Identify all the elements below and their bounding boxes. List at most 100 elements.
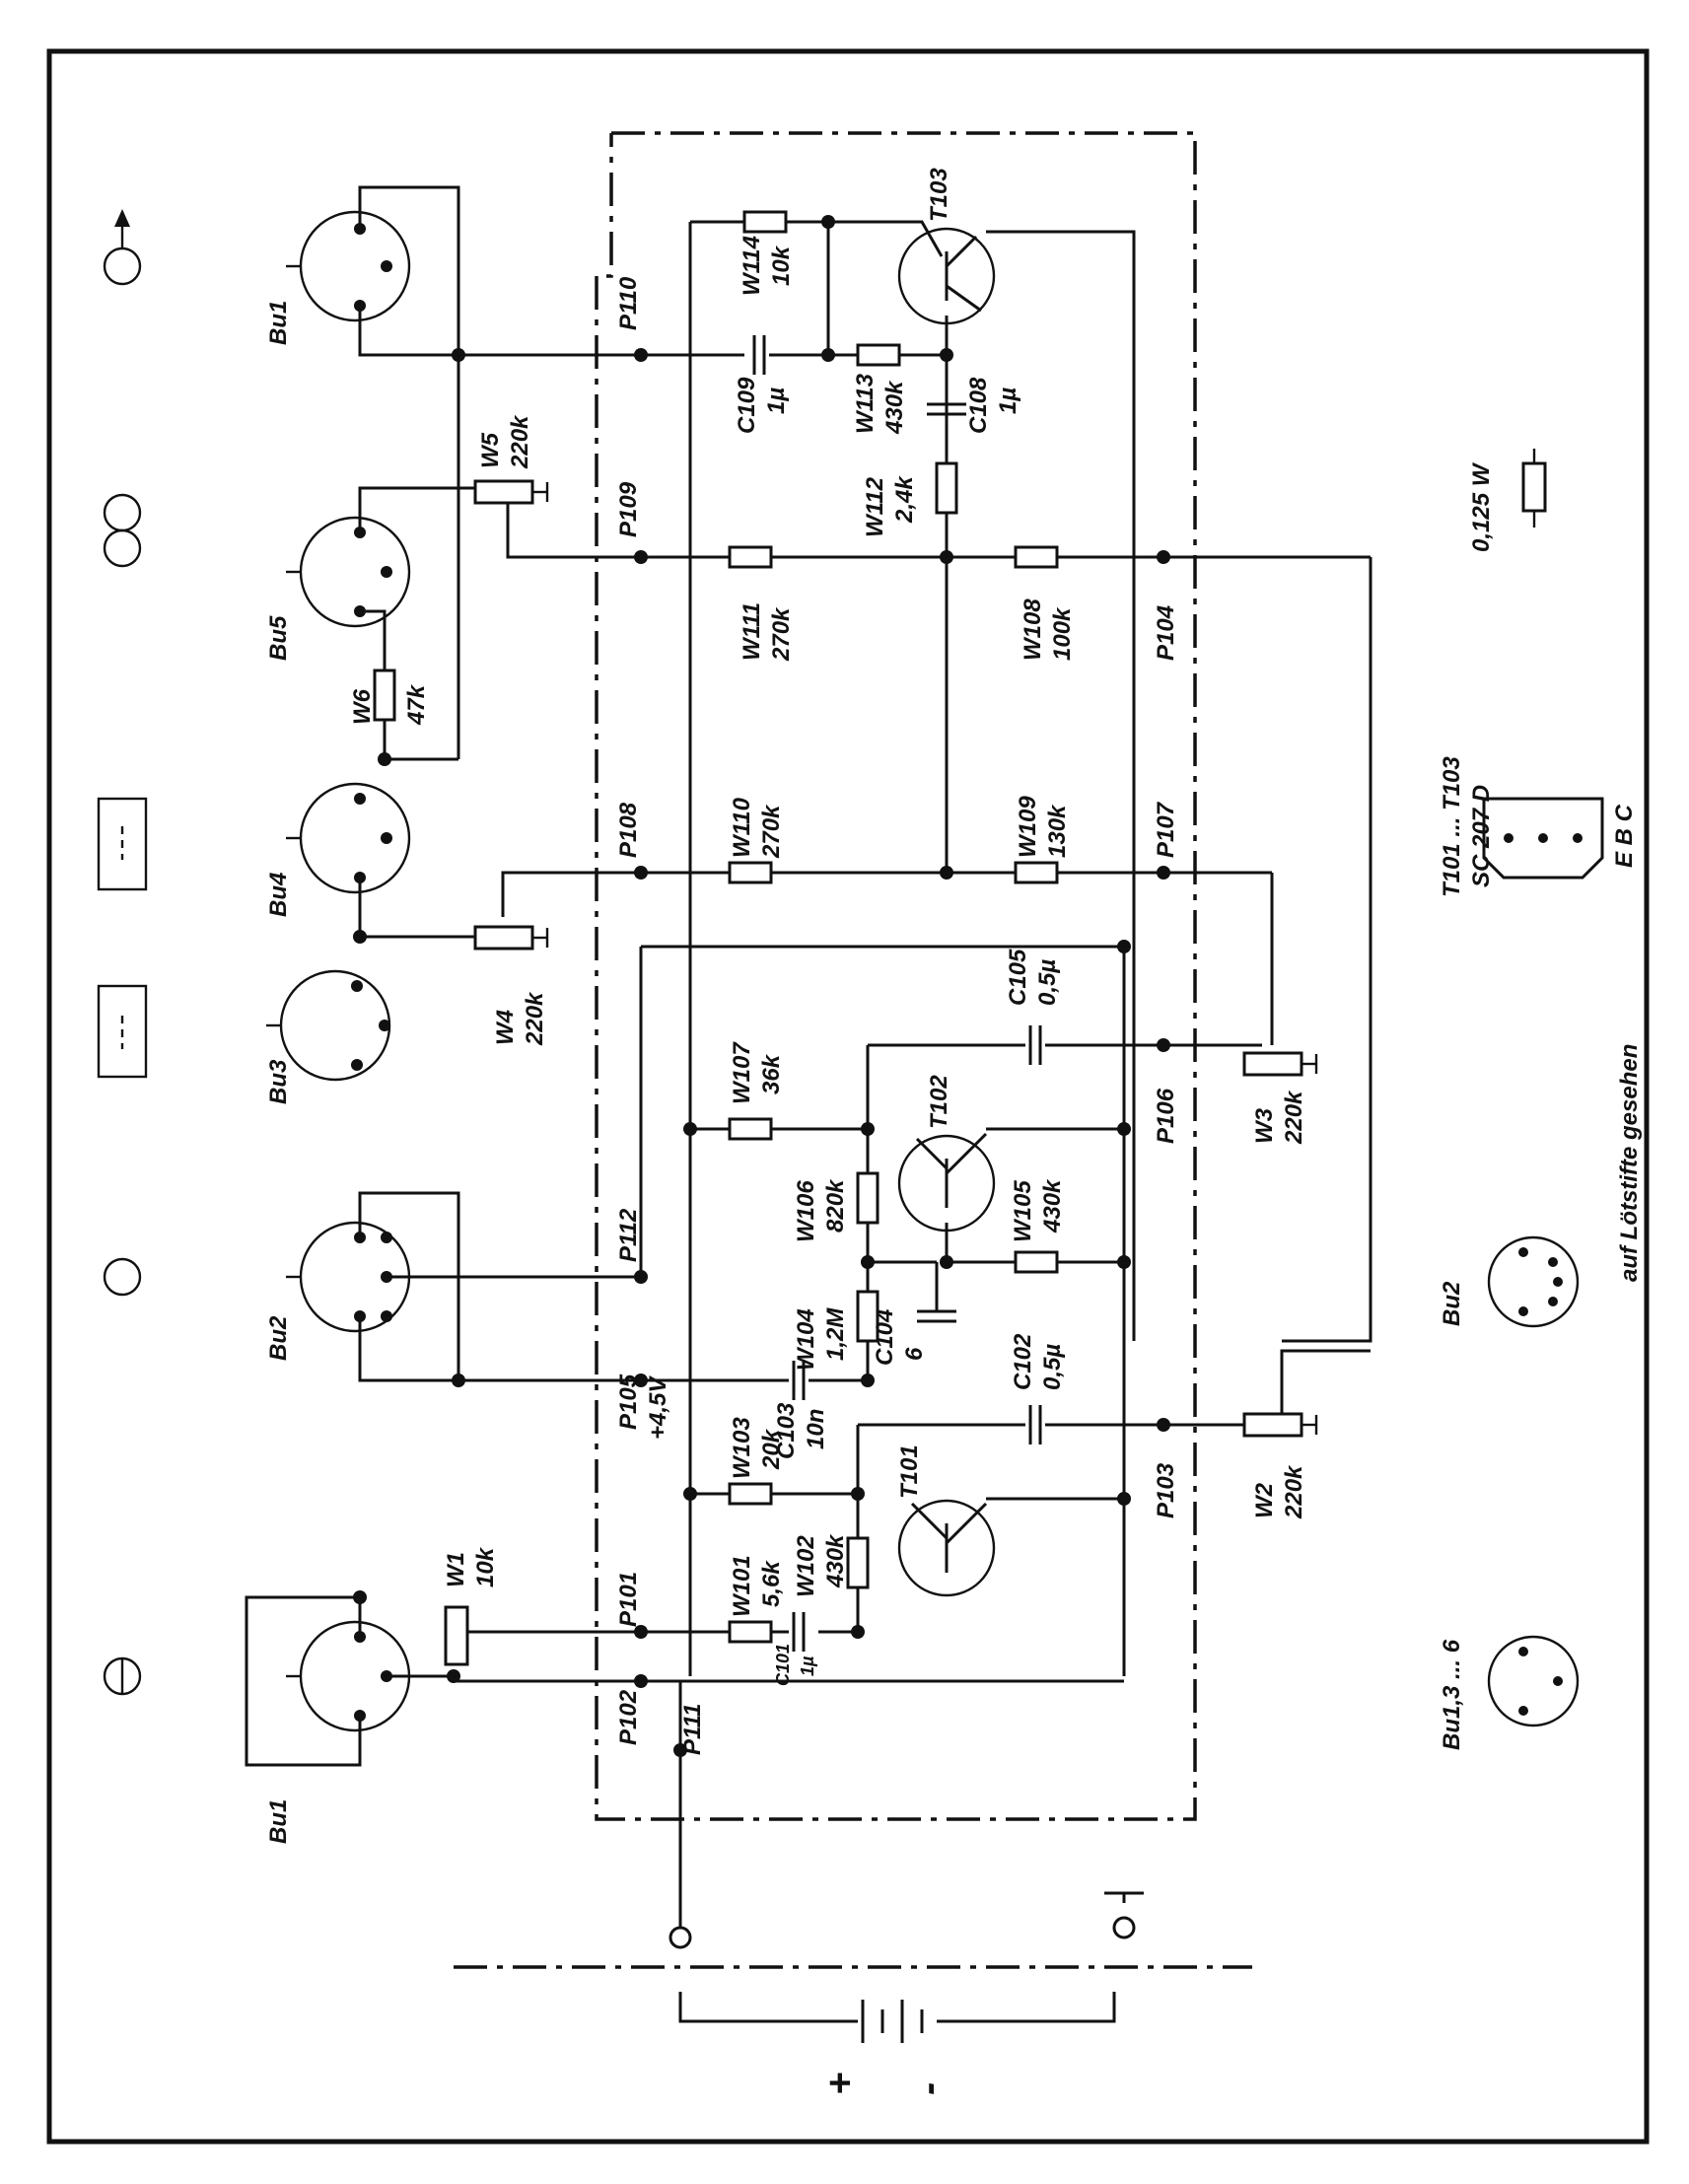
t103 (897, 227, 996, 325)
value-w111: 270k (768, 606, 795, 662)
pinout-legend (1482, 797, 1604, 1727)
sockets (266, 210, 411, 1732)
label-w106: W106 (793, 1180, 819, 1242)
label-w109: W109 (1015, 796, 1041, 858)
bu13-pinout (1487, 1635, 1580, 1727)
value-w2: 220k (1281, 1464, 1307, 1519)
value-w113: 430k (881, 380, 908, 435)
socket-bu3 (266, 969, 391, 1082)
wiring (245, 185, 1372, 1928)
w108-body (1014, 545, 1059, 569)
socket-bu4 (286, 782, 411, 894)
label-w111: W111 (739, 602, 765, 661)
outer-frame (46, 48, 1650, 2145)
label-w101: W101 (729, 1555, 755, 1617)
value-w4: 220k (522, 991, 548, 1046)
label-t103: T103 (926, 168, 952, 222)
resistor-bodies (373, 210, 1547, 1644)
point-p109: P109 (615, 481, 642, 537)
label-t101: T101 (896, 1444, 923, 1499)
supply-voltage: +4,5V (645, 1375, 671, 1440)
point-p103: P103 (1153, 1462, 1179, 1518)
value-w112: 2,4k (891, 475, 918, 524)
capacitors (752, 335, 1042, 1652)
minus-terminal (669, 1926, 692, 1949)
potentiometers (444, 479, 1318, 1666)
value-c105: 0,5µ (1034, 959, 1061, 1006)
value-w109: 130k (1044, 804, 1071, 858)
plus-terminal (1112, 1916, 1136, 1939)
socket-bu6 (286, 210, 411, 322)
value-w6: 47k (403, 683, 430, 726)
label-c102: C102 (1010, 1333, 1036, 1390)
label-w4: W4 (492, 1010, 519, 1045)
microphone-icon (103, 1257, 142, 1297)
label-w103: W103 (729, 1417, 755, 1479)
w2-body (1242, 1412, 1303, 1438)
legend-bu2: Bu2 (1439, 1281, 1465, 1326)
tape-cassette-icon (97, 797, 148, 891)
t102 (897, 1132, 996, 1233)
label-t102: T102 (926, 1075, 952, 1129)
w101-body (728, 1620, 773, 1644)
value-w106: 820k (822, 1178, 849, 1233)
mode-icons (97, 209, 148, 1696)
battery (454, 1916, 1252, 2043)
value-c108: 1µ (995, 387, 1021, 414)
value-w101: 5,6k (758, 1560, 785, 1607)
label-w105: W105 (1010, 1180, 1036, 1242)
socket-label-bu5: Bu5 (265, 615, 292, 661)
c104 (917, 1309, 956, 1323)
value-c109: 1µ (763, 387, 790, 414)
transistor-pinout: E B C (1611, 804, 1638, 868)
label-c104: C104 (872, 1309, 898, 1366)
w5-body (473, 479, 534, 505)
label-w102: W102 (793, 1535, 819, 1597)
w103-body (728, 1482, 773, 1506)
value-w103: 20k (758, 1428, 785, 1470)
w107-body (728, 1117, 773, 1141)
point-p110: P110 (615, 276, 642, 330)
label-c101: C101 (773, 1644, 793, 1686)
value-w108: 100k (1049, 606, 1076, 661)
value-c103: 10n (803, 1409, 829, 1449)
label-c103: C103 (773, 1402, 800, 1459)
point-p111: P111 (679, 1704, 706, 1756)
board-outline (595, 131, 1197, 1821)
label-c109: C109 (734, 377, 760, 434)
view-note: auf Lötstifte gesehen (1616, 1044, 1643, 1282)
w111-body (728, 545, 773, 569)
point-p108: P108 (615, 802, 642, 858)
value-w105: 430k (1039, 1178, 1066, 1233)
value-w107: 36k (758, 1053, 785, 1094)
point-p107: P107 (1153, 801, 1179, 858)
w106-body (856, 1171, 880, 1225)
w102-body (846, 1536, 870, 1589)
w6-body (373, 669, 396, 722)
label-w5: W5 (477, 432, 504, 468)
c108 (927, 402, 966, 416)
wattage-note: 0,125 W (1468, 461, 1495, 552)
socket-label-bu6: Bu1 (265, 301, 292, 345)
value-c104: 6 (901, 1347, 928, 1361)
socket-bu5 (286, 516, 411, 628)
w105-body (1014, 1250, 1059, 1274)
battery-plus: + (818, 2073, 862, 2095)
t101 (897, 1499, 996, 1597)
labels: Bu1 Bu5 Bu4 Bu3 Bu2 Bu1 W114 10k W113 43… (265, 168, 1643, 2095)
value-w110: 270k (758, 804, 785, 859)
w1-body (444, 1605, 469, 1666)
c103 (792, 1361, 806, 1400)
socket-label-bu4: Bu4 (265, 873, 292, 917)
c105 (1028, 1025, 1042, 1065)
transistor-range: T101 ... T103 (1439, 756, 1465, 897)
transistor-type: SC 207 D (1468, 785, 1495, 887)
label-w2: W2 (1251, 1482, 1278, 1518)
value-w104: 1,2M (822, 1307, 849, 1361)
label-c108: C108 (965, 377, 992, 434)
label-w114: W114 (739, 236, 765, 296)
legend-bu13: Bu1,3 ... 6 (1439, 1639, 1465, 1750)
wattage-resistor-body (1521, 461, 1547, 513)
c102 (1028, 1405, 1042, 1444)
socket-label-bu3: Bu3 (265, 1059, 292, 1104)
